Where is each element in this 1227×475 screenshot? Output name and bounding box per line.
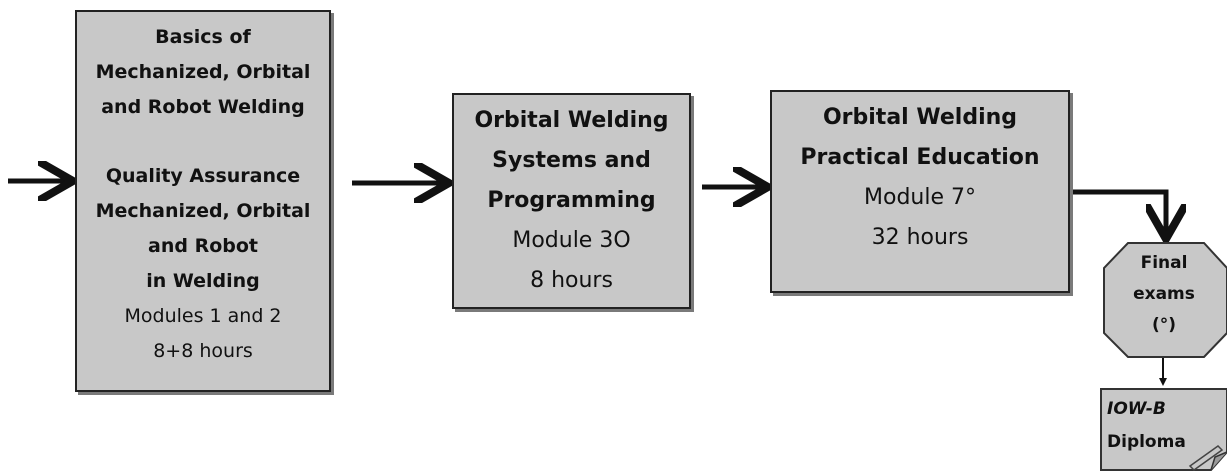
module-7-box: Orbital Welding Practical Education Modu… [770, 90, 1070, 293]
final-exams-line3: (°) [1151, 315, 1177, 335]
module-1-2-line: Mechanized, Orbital [95, 61, 311, 83]
module-1-2-label: Modules 1 and 2 [124, 305, 282, 327]
arrow-module7-to-exams [1073, 189, 1166, 234]
module-7-label: Module 7° [864, 185, 976, 210]
final-exams-label: Final exams (°) [1102, 248, 1226, 341]
module-7-line: Practical Education [800, 145, 1040, 170]
module-7-line: Orbital Welding [822, 105, 1018, 130]
module-1-2-line: and Robot [148, 235, 258, 257]
module-3o-hours: 8 hours [530, 268, 613, 293]
module-1-2-line: Quality Assurance [105, 165, 301, 187]
pen-icon [1188, 445, 1224, 471]
module-3o-line: Orbital Welding [474, 108, 669, 133]
module-3o-box: Orbital Welding Systems and Programming … [452, 93, 691, 309]
module-1-2-hours: 8+8 hours [153, 340, 253, 362]
final-exams-octagon [1103, 242, 1227, 358]
module-1-2-line: Basics of [155, 26, 251, 48]
diploma-folded-corner [1210, 451, 1227, 471]
module-3o-line: Systems and [492, 148, 651, 173]
final-exams-line1: Final [1140, 253, 1188, 273]
arrow-exams-to-diploma-head [1159, 378, 1167, 386]
diploma-label: IOW-B Diploma [1103, 393, 1227, 459]
final-exams-line2: exams [1133, 284, 1195, 304]
module-1-2-box: Basics of Mechanized, Orbital and Robot … [75, 10, 331, 392]
module-3o-label: Module 3O [512, 228, 631, 253]
diploma-title: Diploma [1107, 432, 1186, 452]
diploma-code: IOW-B [1107, 399, 1166, 419]
module-7-hours: 32 hours [871, 225, 969, 250]
module-1-2-line: in Welding [146, 270, 260, 292]
module-1-2-line: and Robot Welding [101, 96, 305, 118]
module-3o-line: Programming [487, 188, 656, 213]
module-1-2-line: Mechanized, Orbital [95, 200, 311, 222]
